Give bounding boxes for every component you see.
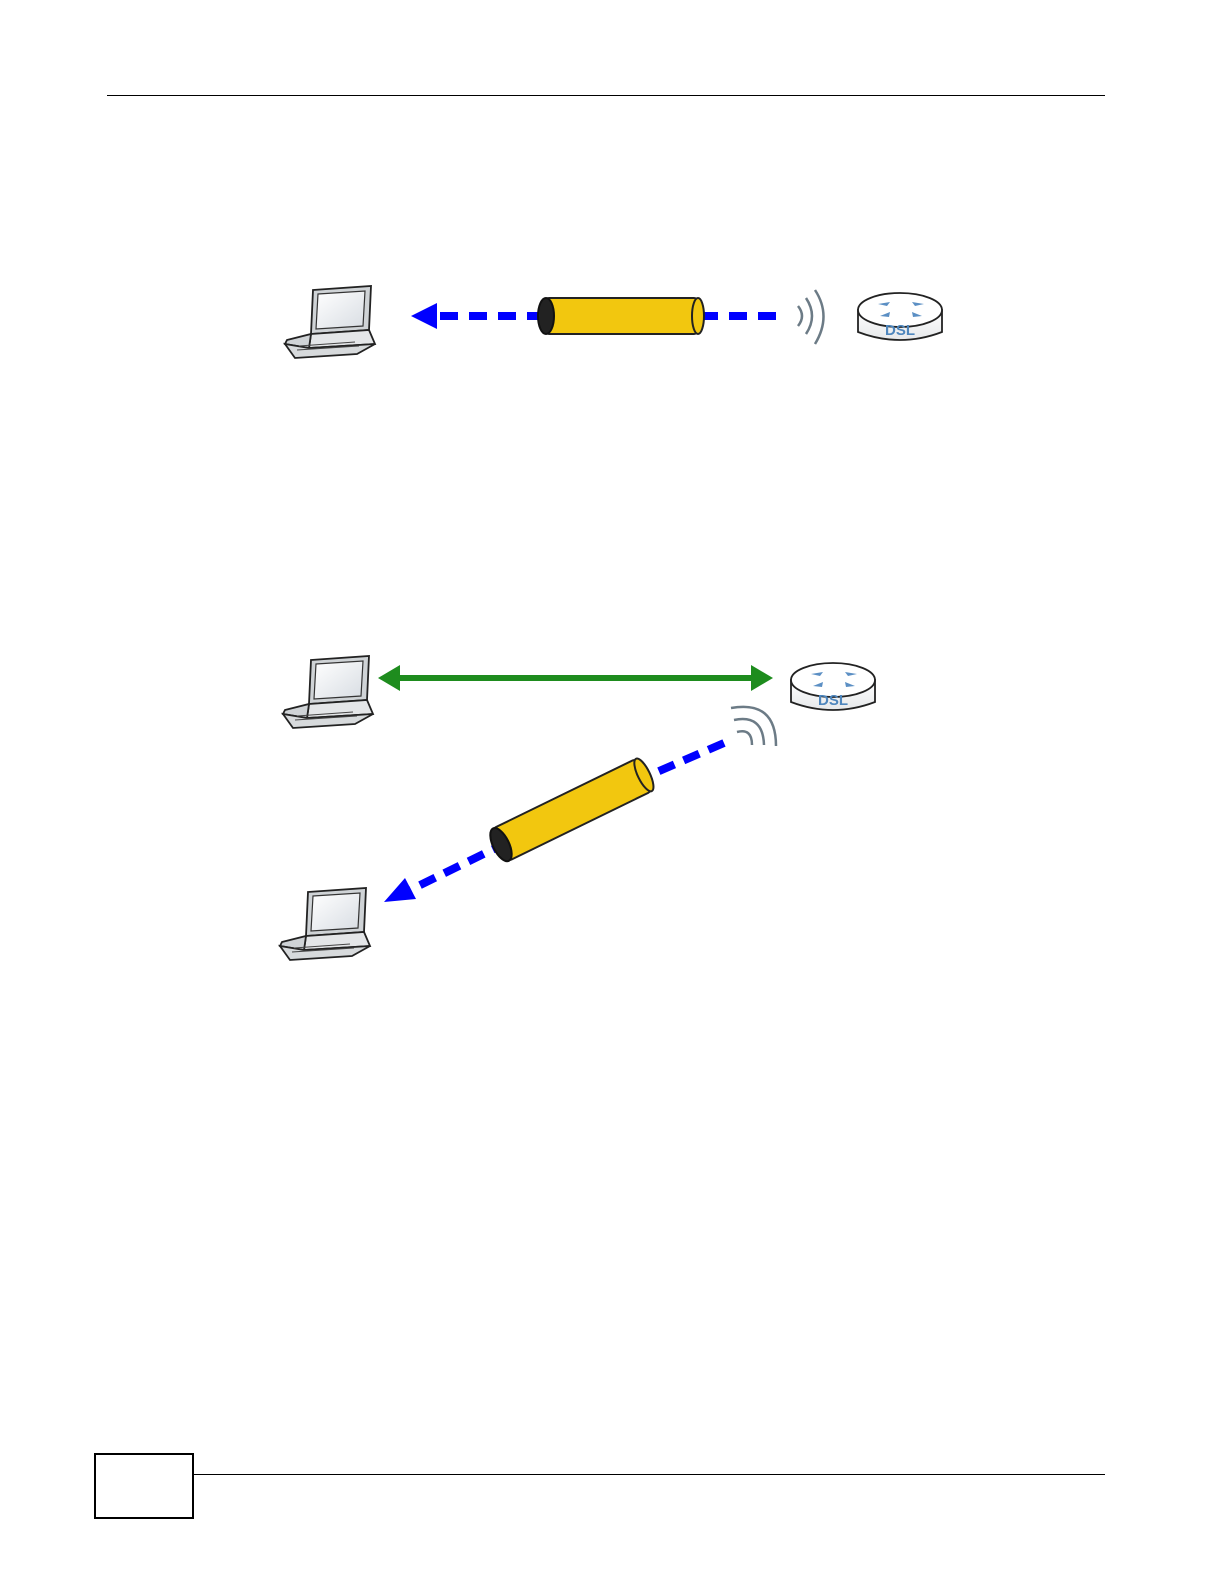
- router-icon: DSL: [791, 663, 875, 710]
- figure-1-diagram: DSL: [0, 270, 1224, 370]
- router-label: DSL: [818, 692, 848, 709]
- laptop-icon: [280, 888, 370, 960]
- router-label: DSL: [885, 322, 915, 339]
- header-rule: [107, 95, 1105, 96]
- router-icon: DSL: [858, 293, 942, 340]
- laptop-icon: [283, 656, 373, 728]
- wireless-signal-icon: [731, 707, 776, 746]
- footer-rule: [192, 1474, 1105, 1475]
- laptop-icon: [285, 286, 375, 358]
- page-number-box: [94, 1453, 194, 1519]
- encrypted-tunnel: [486, 756, 657, 864]
- encrypted-tunnel: [538, 298, 704, 334]
- wireless-signal-icon: [798, 290, 824, 344]
- figure-2-diagram: DSL: [0, 640, 1224, 970]
- direct-connection-arrow: [378, 665, 773, 691]
